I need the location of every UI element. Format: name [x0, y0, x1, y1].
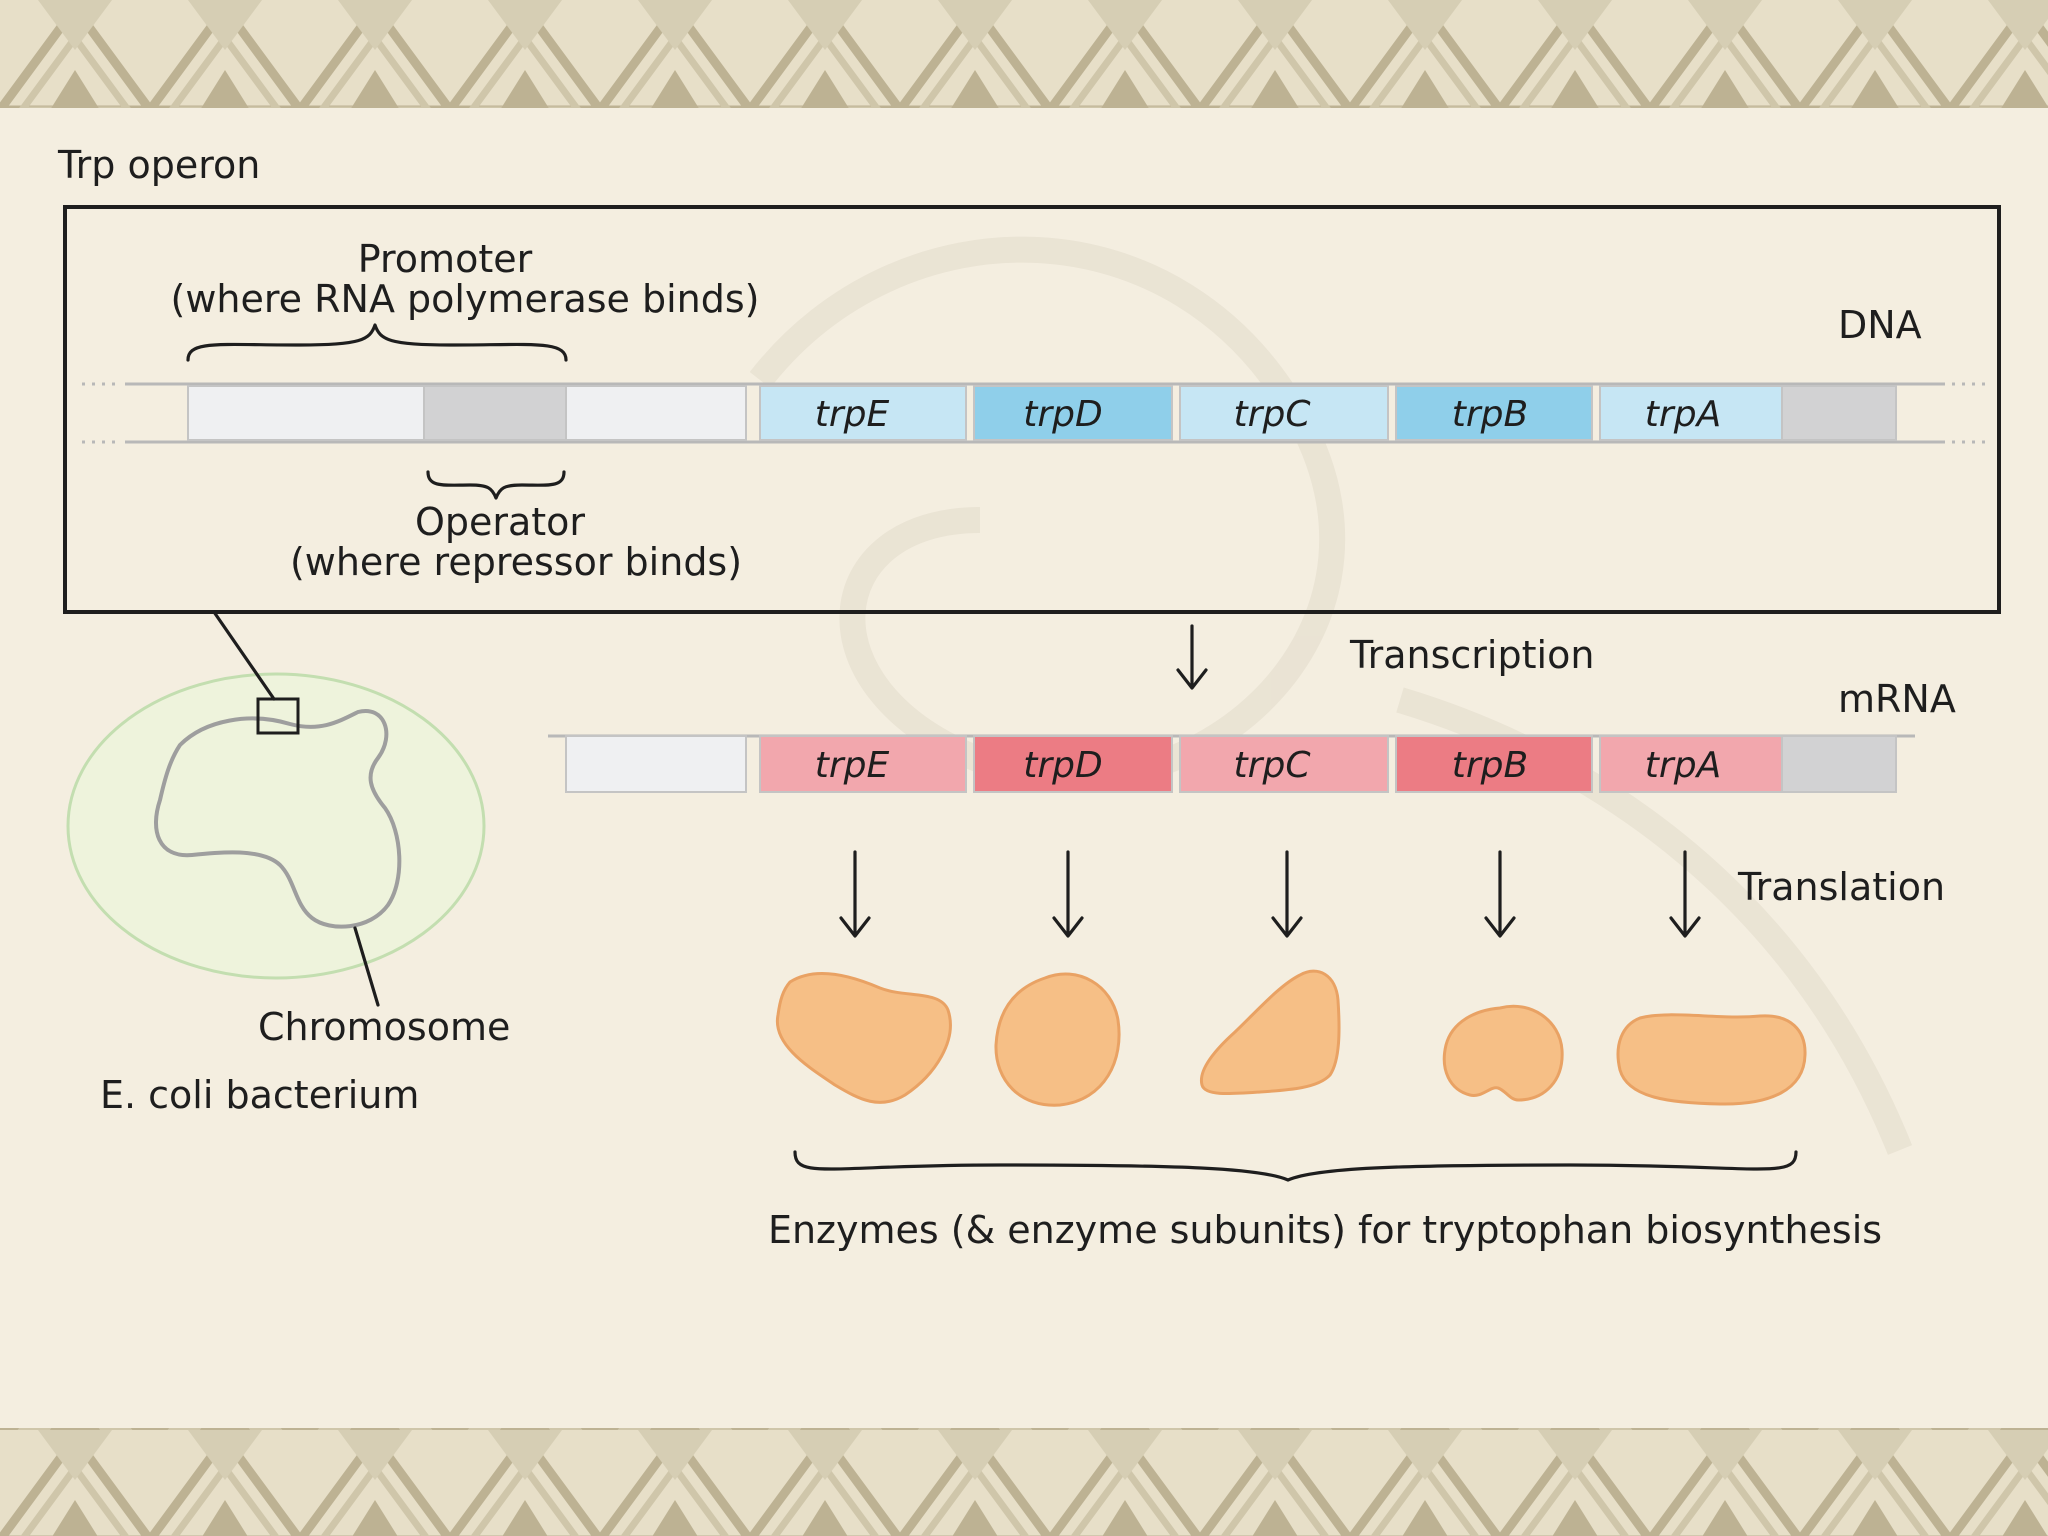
- enzyme-trpC: [1199, 969, 1341, 1096]
- mrna-gene-label-trpA: trpA: [1645, 745, 1721, 786]
- dna-label: DNA: [1838, 303, 1922, 347]
- bacterium-label: E. coli bacterium: [100, 1073, 419, 1117]
- dna-strand: [82, 382, 1990, 444]
- mrna-gene-trpE: [759, 735, 967, 793]
- transcription-arrow: [1176, 624, 1208, 690]
- dna-operator-region: [423, 385, 567, 441]
- mrna-gene-trpA: [1599, 735, 1783, 793]
- mrna-gene-trpC: [1179, 735, 1389, 793]
- chromosome-label: Chromosome: [258, 1005, 510, 1049]
- dna-gene-label-trpD: trpD: [1023, 394, 1103, 435]
- mrna-terminator-region: [1781, 735, 1897, 793]
- enzymes: [775, 969, 1807, 1107]
- operator-brace: [426, 470, 566, 500]
- mrna-gene-trpB: [1395, 735, 1593, 793]
- dna-gene-label-trpA: trpA: [1645, 394, 1721, 435]
- operator-note: (where repressor binds): [290, 540, 742, 584]
- zoom-connector-line: [212, 610, 276, 701]
- translation-arrow-trpB: [1484, 850, 1516, 938]
- dna-promoter-region: [187, 385, 425, 441]
- background-watermark: [749, 236, 1913, 1155]
- enzymes-label: Enzymes (& enzyme subunits) for tryptoph…: [768, 1208, 1882, 1252]
- enzyme-trpA: [1616, 1013, 1807, 1106]
- dna-gene-trpD: [973, 385, 1173, 441]
- transcription-label: Transcription: [1349, 633, 1594, 677]
- chromosome-loop: [154, 708, 402, 929]
- dna-gene-trpE: [759, 385, 967, 441]
- bacterium-cell: [66, 672, 486, 980]
- mrna-gene-label-trpB: trpB: [1452, 745, 1528, 786]
- promoter-note: (where RNA polymerase binds): [171, 277, 760, 321]
- translation-arrow-trpD: [1052, 850, 1084, 938]
- enzyme-trpE: [775, 971, 952, 1104]
- title: Trp operon: [57, 143, 260, 187]
- enzyme-trpB: [1442, 1004, 1564, 1102]
- dna-gene-trpB: [1395, 385, 1593, 441]
- mrna-gene-label-trpD: trpD: [1023, 745, 1103, 786]
- operator-label: Operator: [415, 500, 585, 544]
- mrna-gene-label-trpE: trpE: [815, 745, 890, 786]
- mrna-strand: [548, 734, 1915, 793]
- top-border-band: [0, 0, 2048, 108]
- translation-arrow-trpA: [1669, 850, 1701, 938]
- chromosome-zoom-box: [256, 697, 300, 735]
- mrna-label: mRNA: [1838, 677, 1956, 721]
- promoter-label: Promoter: [358, 237, 533, 281]
- mrna-leader-region: [565, 735, 747, 793]
- translation-label: Translation: [1737, 865, 1945, 909]
- translation-arrow-trpC: [1271, 850, 1303, 938]
- mrna-gene-trpD: [973, 735, 1173, 793]
- dna-gene-trpC: [1179, 385, 1389, 441]
- translation-arrow-trpE: [839, 850, 871, 938]
- bottom-border-band: [0, 1428, 2048, 1536]
- dna-gene-label-trpC: trpC: [1234, 394, 1312, 435]
- enzyme-trpD: [994, 972, 1121, 1107]
- dna-terminator-region: [1781, 385, 1897, 441]
- dna-gene-label-trpB: trpB: [1452, 394, 1528, 435]
- operon-frame: [63, 205, 2001, 614]
- promoter-brace: [186, 323, 568, 362]
- enzymes-brace: [793, 1150, 1798, 1182]
- dna-gene-trpA: [1599, 385, 1783, 441]
- dna-gene-label-trpE: trpE: [815, 394, 890, 435]
- mrna-gene-label-trpC: trpC: [1234, 745, 1312, 786]
- dna-leader-region: [565, 385, 747, 441]
- chromosome-pointer-line: [353, 926, 380, 1007]
